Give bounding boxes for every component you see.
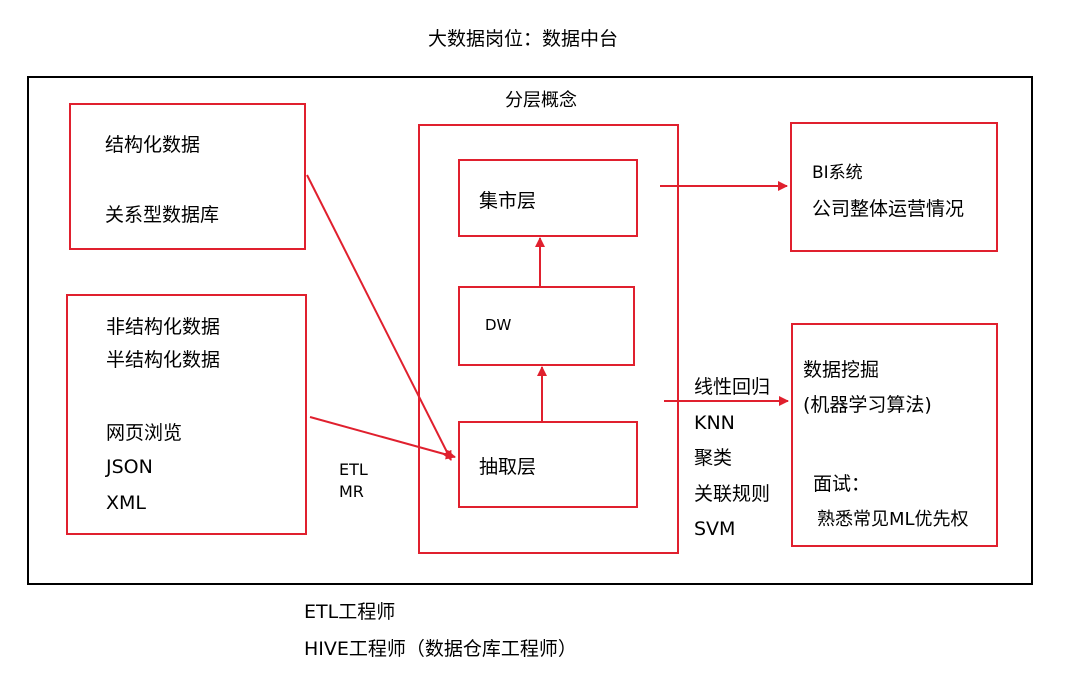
algorithm-linear-regression: 线性回归 xyxy=(694,376,771,398)
outer-frame xyxy=(27,76,1033,585)
relational-db-label: 关系型数据库 xyxy=(105,204,220,226)
bi-system-label: BI系统 xyxy=(812,163,863,183)
ml-priority-label: 熟悉常见ML优先权 xyxy=(817,509,969,530)
mart-layer-label: 集市层 xyxy=(479,190,537,212)
arrow-unstructured-to-extract xyxy=(309,416,456,460)
data-mining-label: 数据挖掘 xyxy=(803,359,880,381)
dw-layer-box: DW xyxy=(458,286,635,366)
xml-label: XML xyxy=(106,492,146,514)
extract-layer-box: 抽取层 xyxy=(458,421,638,508)
json-label: JSON xyxy=(106,456,153,478)
unstructured-data-box: 非结构化数据 半结构化数据 网页浏览 JSON XML xyxy=(66,294,307,535)
algorithm-knn: KNN xyxy=(694,412,735,434)
unstructured-data-label: 非结构化数据 xyxy=(106,316,221,338)
ml-algorithms-label: (机器学习算法) xyxy=(803,394,932,416)
role-etl-engineer: ETL工程师 xyxy=(304,601,396,623)
arrow-structured-to-extract xyxy=(306,174,452,461)
diagram-title: 大数据岗位：数据中台 xyxy=(428,28,619,50)
role-hive-engineer: HIVE工程师（数据仓库工程师） xyxy=(304,638,577,660)
semi-structured-data-label: 半结构化数据 xyxy=(106,349,221,371)
algorithm-svm: SVM xyxy=(694,518,736,540)
data-mining-box: 数据挖掘 (机器学习算法) 面试： 熟悉常见ML优先权 xyxy=(791,323,998,547)
interview-label: 面试： xyxy=(813,473,871,495)
algorithm-association-rules: 关联规则 xyxy=(694,483,771,505)
layer-concept-label: 分层概念 xyxy=(505,90,577,111)
mart-layer-box: 集市层 xyxy=(458,159,638,237)
web-browsing-label: 网页浏览 xyxy=(106,422,183,444)
dw-layer-label: DW xyxy=(485,316,512,334)
bi-system-box: BI系统 公司整体运营情况 xyxy=(790,122,998,252)
bi-operations-label: 公司整体运营情况 xyxy=(812,198,965,220)
structured-data-box: 结构化数据 关系型数据库 xyxy=(69,103,306,250)
structured-data-label: 结构化数据 xyxy=(105,134,201,156)
extract-layer-label: 抽取层 xyxy=(479,456,537,478)
etl-label: ETL xyxy=(339,460,368,479)
layer-container xyxy=(418,124,679,554)
mr-label: MR xyxy=(339,482,364,501)
algorithm-clustering: 聚类 xyxy=(694,447,733,469)
